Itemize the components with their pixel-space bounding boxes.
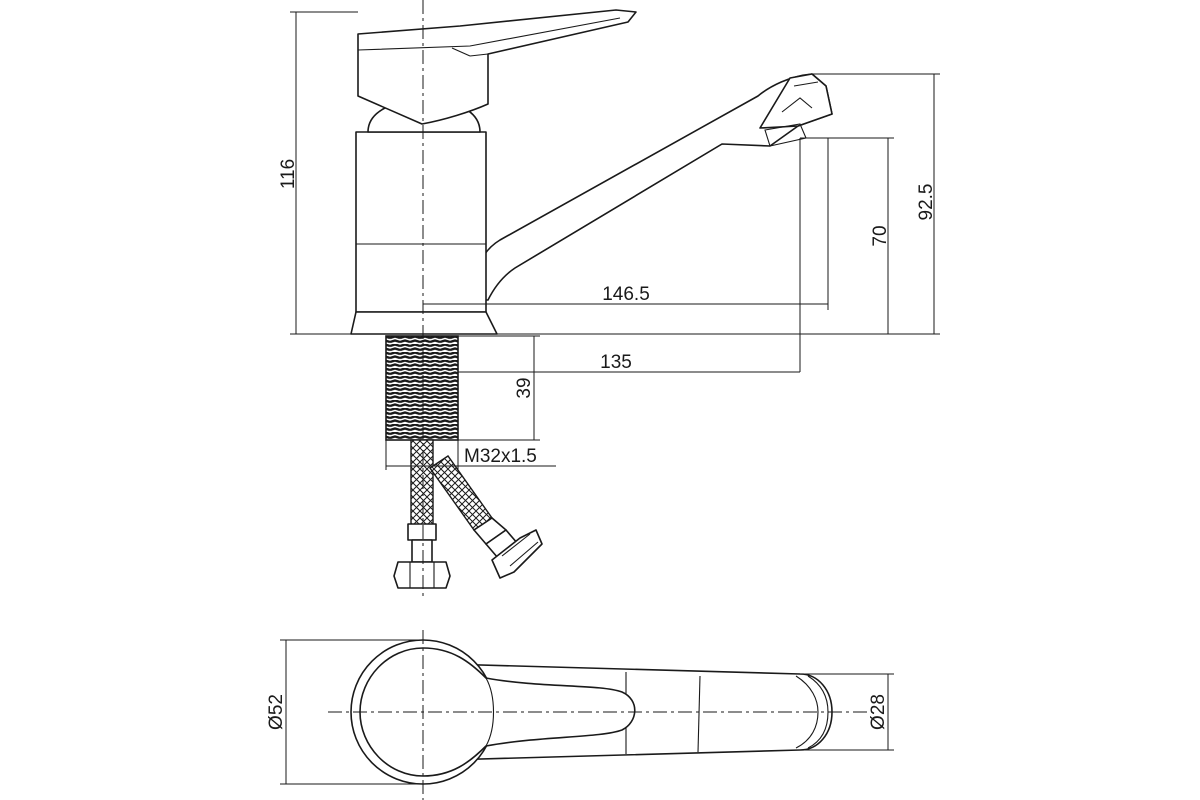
aerator [759, 73, 833, 147]
top-view-dimensions: Ø52 Ø28 [266, 639, 894, 785]
dimension-labels: 116 92.5 70 146.5 135 39 M32x1.5 [278, 159, 937, 467]
lever-handle [357, 9, 637, 125]
dim-body-diameter: Ø52 [266, 694, 287, 730]
threaded-shank [385, 335, 459, 441]
dim-spout-diameter: Ø28 [868, 694, 889, 730]
dim-outlet-height: 70 [870, 225, 891, 246]
hose-left [393, 439, 451, 589]
dimension-lines [290, 11, 940, 470]
dim-base-to-outlet: 135 [600, 352, 632, 373]
dim-total-height: 116 [278, 159, 299, 189]
side-view [350, 0, 833, 600]
faucet-body [355, 131, 487, 313]
dim-spout-height: 92.5 [916, 184, 937, 221]
base-flange [350, 311, 498, 335]
dim-shank-length: 39 [514, 377, 535, 398]
dim-thread: M32x1.5 [464, 446, 537, 467]
dim-spout-reach: 146.5 [602, 284, 650, 305]
spout-edge-line [514, 143, 723, 269]
hose-right [429, 455, 543, 579]
top-view [328, 630, 872, 800]
